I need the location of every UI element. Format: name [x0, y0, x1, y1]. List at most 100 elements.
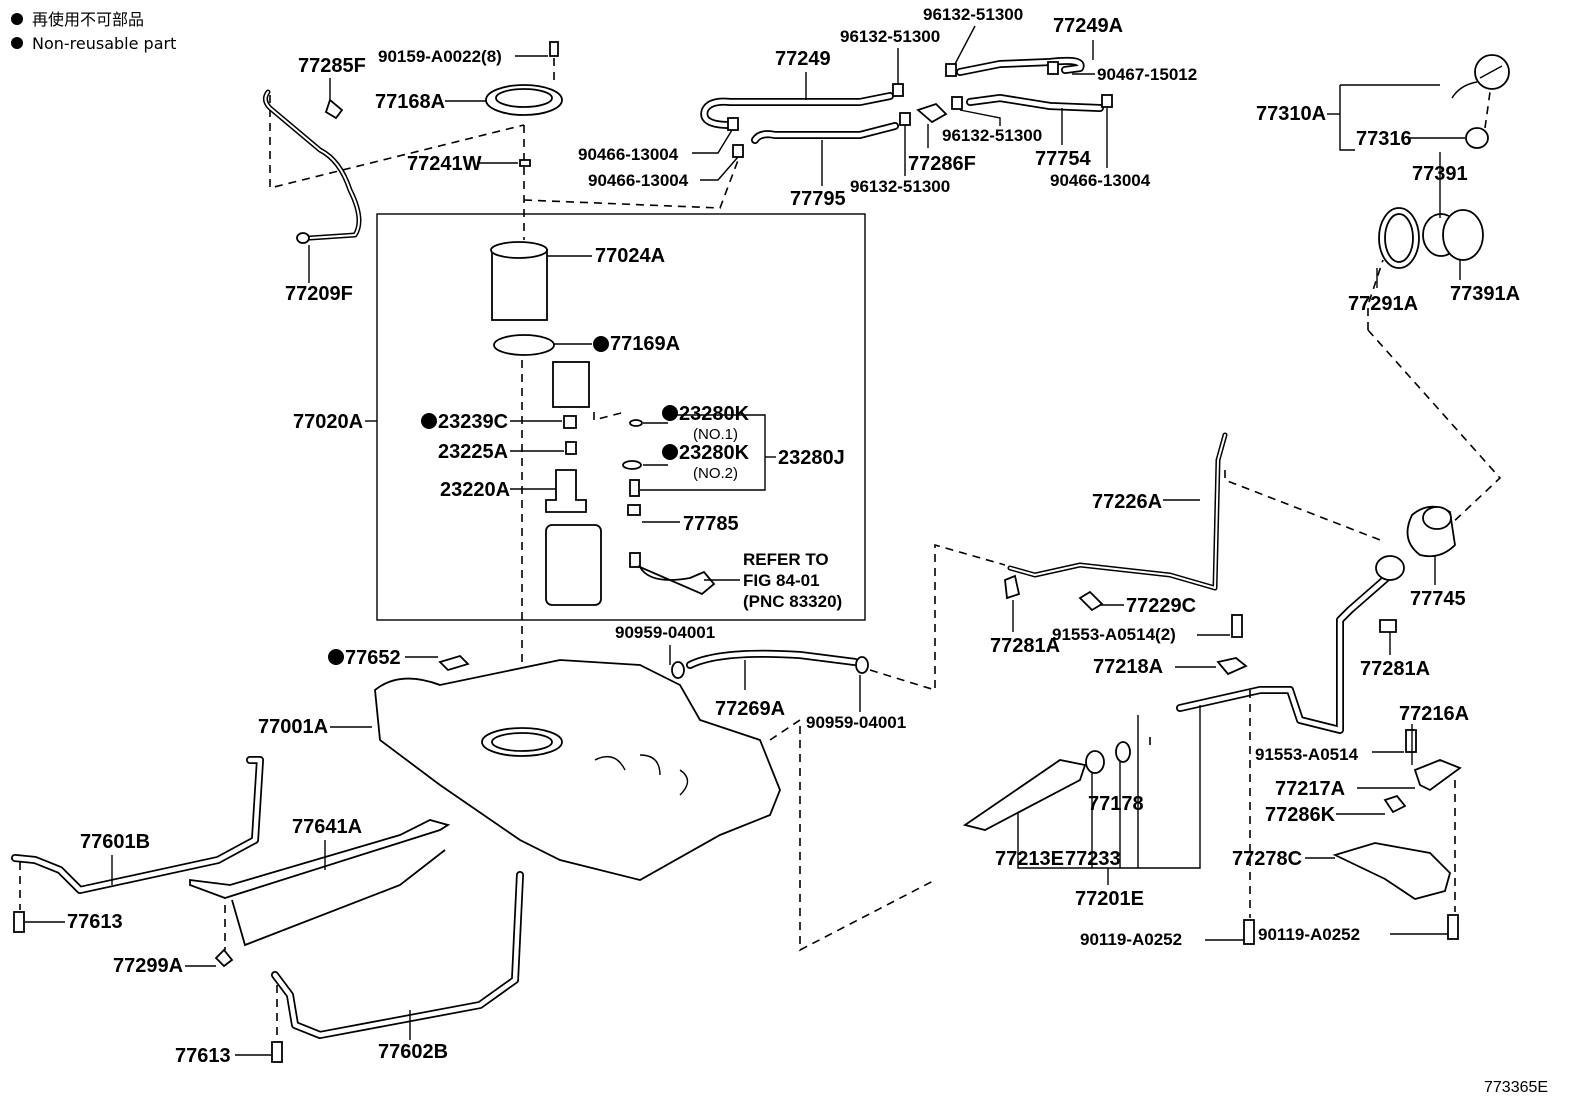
non-reusable-marker-icon: [11, 13, 23, 25]
part-77178: [1115, 741, 1131, 763]
label-90959-04001: 90959-04001: [615, 623, 715, 642]
filler-pipe-group: [962, 432, 1462, 945]
non-reusable-marker-icon: [11, 37, 23, 49]
part-77316: [1465, 127, 1489, 149]
label-77291A: 77291A: [1348, 293, 1418, 315]
legend-english: Non-reusable part: [32, 34, 176, 53]
label-77229C: 77229C: [1126, 595, 1196, 617]
label-90959-04001: 90959-04001: [806, 713, 906, 732]
label-77213E: 77213E: [995, 848, 1064, 870]
part-77001A-fuel-tank: [374, 659, 781, 881]
part-77168A: [485, 84, 563, 116]
refer-line-2: FIG 84-01: [743, 571, 820, 590]
non-reusable-marker-icon: [662, 405, 678, 421]
label-77278C: 77278C: [1232, 848, 1302, 870]
non-reusable-marker-icon: [593, 336, 609, 352]
part-23220A: [545, 469, 587, 513]
label-77795: 77795: [790, 188, 846, 210]
part-77169A: [493, 334, 555, 356]
label-77024A: 77024A: [595, 245, 665, 267]
label-77201E: 77201E: [1075, 888, 1144, 910]
part-77233: [1085, 750, 1105, 774]
label-96132-51300: 96132-51300: [850, 177, 950, 196]
label-77286K: 77286K: [1265, 804, 1336, 826]
label-77613: 77613: [175, 1045, 231, 1067]
bolt-90159-icon: [549, 41, 559, 57]
label-77209F: 77209F: [285, 283, 353, 305]
part-77217A: [1413, 759, 1462, 792]
tank-straps: [11, 756, 524, 1063]
part-23239C: [563, 415, 577, 429]
non-reusable-marker-icon: [662, 444, 678, 460]
part-77285F: [324, 98, 344, 120]
diagram-code: 773365E: [1484, 1079, 1548, 1096]
label-90119-A0252: 90119-A0252: [1258, 925, 1360, 944]
label-77286F: 77286F: [908, 153, 976, 175]
label-77391: 77391: [1412, 163, 1468, 185]
label-77641A: 77641A: [292, 816, 362, 838]
legend-japanese: 再使用不可部品: [32, 10, 144, 29]
label-96132-51300: 96132-51300: [923, 5, 1023, 24]
part-labels: 77285F 90159-A0022(8) 77168A 77241W 7720…: [67, 5, 1548, 1096]
label-91553-A0514-2: 91553-A0514(2): [1052, 625, 1176, 644]
label-77652: 77652: [345, 647, 401, 669]
label-77249A: 77249A: [1053, 15, 1123, 37]
label-90119-A0252: 90119-A0252: [1080, 930, 1182, 949]
label-77233: 77233: [1065, 848, 1121, 870]
label-77310A: 77310A: [1256, 103, 1326, 125]
part-77278C: [1332, 842, 1452, 900]
label-77285F: 77285F: [298, 55, 366, 77]
label-77217A: 77217A: [1275, 778, 1345, 800]
part-23225A: [565, 441, 577, 455]
label-77601B: 77601B: [80, 831, 150, 853]
non-reusable-marker-icon: [421, 413, 437, 429]
label-77754: 77754: [1035, 148, 1091, 170]
label-77241W: 77241W: [407, 153, 482, 175]
label-77299A: 77299A: [113, 955, 183, 977]
pump-assembly-box: [376, 213, 866, 621]
label-77020A: 77020A: [293, 411, 363, 433]
label-77745: 77745: [1410, 588, 1466, 610]
part-77241W: [519, 159, 531, 167]
part-77218A: [1216, 657, 1248, 676]
label-96132-51300: 96132-51300: [942, 126, 1042, 145]
label-23239C: 23239C: [438, 411, 508, 433]
label-23280J: 23280J: [778, 447, 845, 469]
label-77602B: 77602B: [378, 1041, 448, 1063]
label-77218A: 77218A: [1093, 656, 1163, 678]
refer-line-3: (PNC 83320): [743, 592, 842, 611]
part-77391A: [1442, 209, 1484, 261]
label-77226A: 77226A: [1092, 491, 1162, 513]
label-23280K-no1: 23280K: [679, 403, 750, 425]
legend: 再使用不可部品 Non-reusable part: [11, 10, 176, 53]
label-23220A: 23220A: [440, 479, 510, 501]
label-no2: (NO.2): [693, 465, 738, 482]
part-77229C: [1078, 590, 1104, 612]
hoses-top: [700, 56, 1113, 158]
label-77168A: 77168A: [375, 91, 445, 113]
label-23225A: 23225A: [438, 441, 508, 463]
filter: [552, 361, 590, 408]
non-reusable-marker-icon: [328, 649, 344, 665]
label-23280K-no2: 23280K: [679, 442, 750, 464]
part-77286K: [1383, 794, 1407, 814]
label-no1: (NO.1): [693, 426, 738, 443]
label-90467-15012: 90467-15012: [1097, 65, 1197, 84]
pump-internals: [490, 241, 716, 606]
label-77281A: 77281A: [990, 635, 1060, 657]
label-77269A: 77269A: [715, 698, 785, 720]
label-90466-13004: 90466-13004: [588, 171, 689, 190]
label-77785: 77785: [683, 513, 739, 535]
label-77316: 77316: [1356, 128, 1412, 150]
label-90159-A0022: 90159-A0022(8): [378, 47, 502, 66]
label-77249: 77249: [775, 48, 831, 70]
leader-lines: [25, 25, 1465, 1056]
pump-body: [545, 524, 602, 606]
part-77209F: [262, 89, 362, 244]
label-91553-A0514: 91553-A0514: [1255, 745, 1359, 764]
part-77024A: [491, 249, 548, 321]
refer-line-1: REFER TO: [743, 550, 829, 569]
label-96132-51300: 96132-51300: [840, 27, 940, 46]
label-90466-13004: 90466-13004: [578, 145, 679, 164]
